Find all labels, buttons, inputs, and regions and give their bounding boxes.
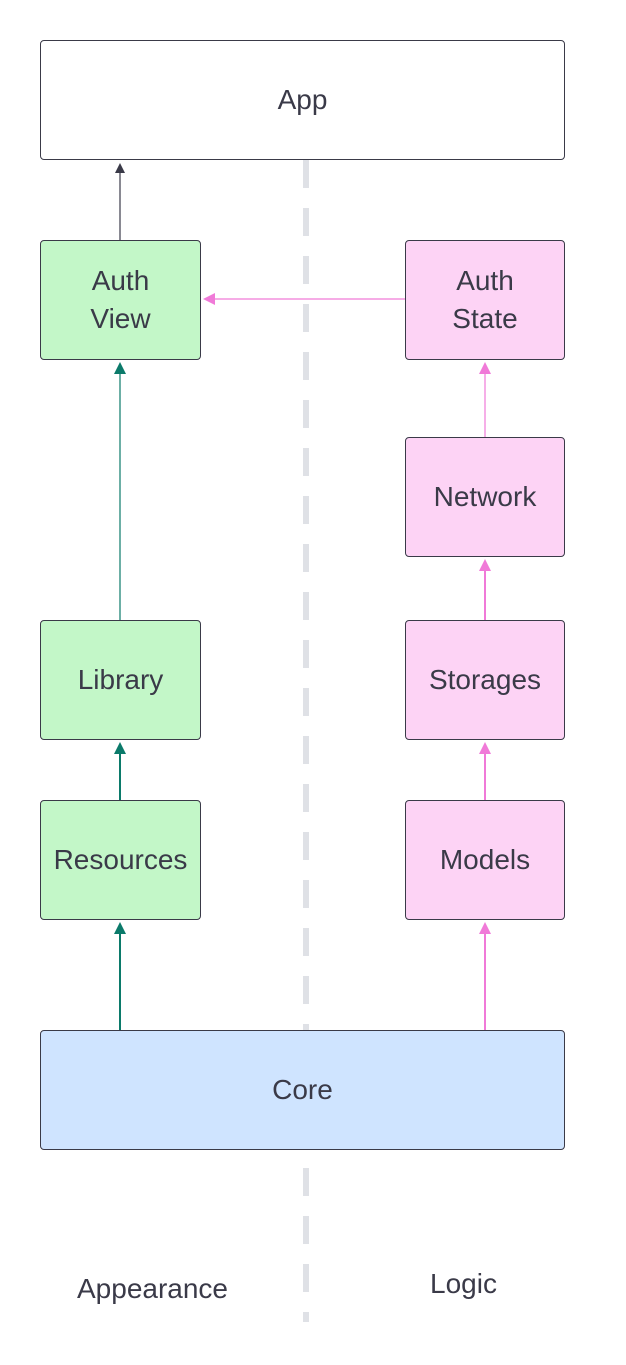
node-network-label: Network [433, 481, 537, 513]
node-app-label: App [277, 84, 328, 116]
node-storages-label: Storages [428, 664, 542, 696]
node-auth-view-label: Auth View [90, 265, 151, 334]
node-network: Network [405, 437, 565, 557]
lane-label-appearance: Appearance [77, 1273, 229, 1304]
node-auth-state-label: Auth State [452, 265, 518, 334]
node-models: Models [405, 800, 565, 920]
node-auth-state: Auth State [405, 240, 565, 360]
node-models-label: Models [439, 844, 531, 876]
node-library: Library [40, 620, 201, 740]
node-core-label: Core [272, 1074, 333, 1106]
node-storages: Storages [405, 620, 565, 740]
node-resources: Resources [40, 800, 201, 920]
node-app: App [40, 40, 565, 160]
node-resources-label: Resources [53, 844, 188, 876]
node-auth-view: Auth View [40, 240, 201, 360]
node-core: Core [40, 1030, 565, 1150]
lane-label-logic: Logic [430, 1268, 497, 1299]
node-library-label: Library [77, 664, 164, 696]
